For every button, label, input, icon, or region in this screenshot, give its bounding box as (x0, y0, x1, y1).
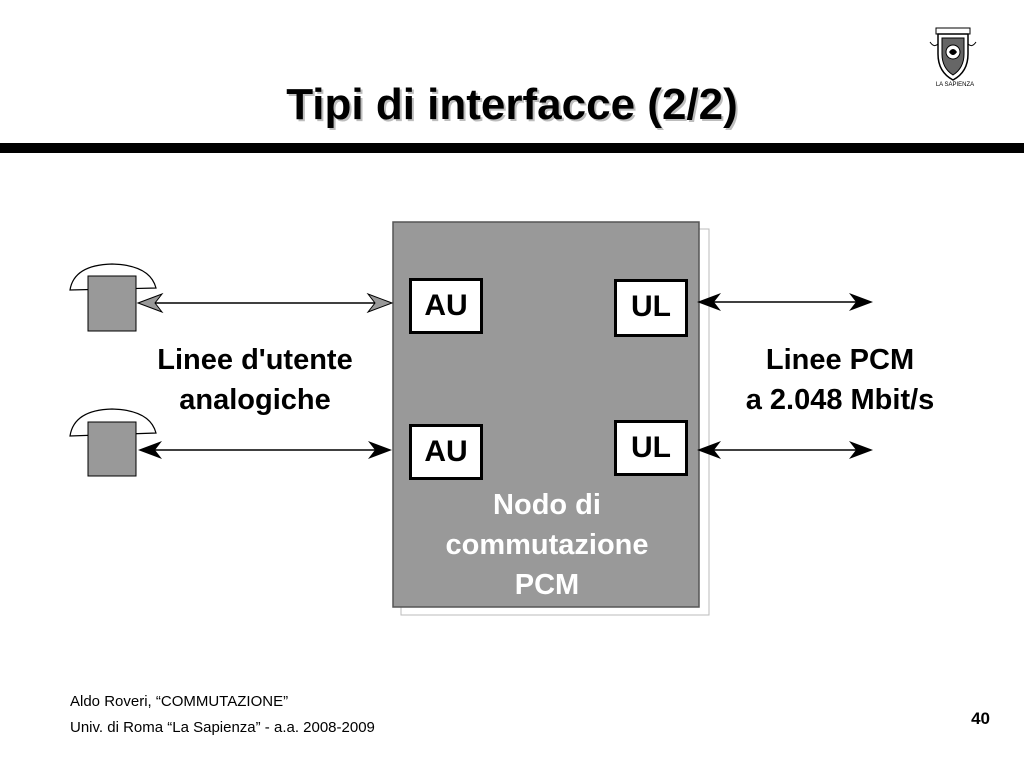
logo-caption: LA SAPIENZA (935, 82, 975, 88)
slide-title: Tipi di interfacce (2/2) (286, 80, 738, 129)
analog-user-lines-label: Linee d'utente analogiche (110, 340, 400, 420)
label-line: analogiche (179, 384, 331, 416)
footer-author: Aldo Roveri, “COMMUTAZIONE” (70, 693, 289, 710)
university-seal-logo (929, 27, 977, 81)
label-line: Linee PCM (765, 344, 915, 376)
au-box-bottom: AU (409, 424, 483, 480)
analog-line-arrow-top (136, 292, 394, 314)
analog-line-arrow-bottom (138, 441, 392, 459)
footer-affiliation: Univ. di Roma “La Sapienza” - a.a. 2008-… (70, 719, 375, 736)
node-caption-line: Nodo di (493, 489, 601, 521)
pcm-line-arrow-top (697, 293, 873, 311)
telephone-icon-bottom (69, 408, 157, 477)
pcm-lines-label: Linee PCM a 2.048 Mbit/s (690, 340, 990, 420)
ul-box-bottom: UL (614, 420, 688, 476)
title-divider (0, 143, 1024, 153)
node-caption-line: commutazione (445, 529, 649, 561)
page-number: 40 (971, 709, 990, 728)
ul-box-top: UL (614, 279, 688, 337)
telephone-icon-top (69, 263, 157, 332)
au-box-top: AU (409, 278, 483, 334)
label-line: Linee d'utente (157, 344, 353, 376)
node-caption: Nodo di commutazione PCM (395, 485, 699, 605)
node-caption-line: PCM (514, 569, 580, 601)
pcm-line-arrow-bottom (697, 441, 873, 459)
label-line: a 2.048 Mbit/s (745, 384, 935, 416)
